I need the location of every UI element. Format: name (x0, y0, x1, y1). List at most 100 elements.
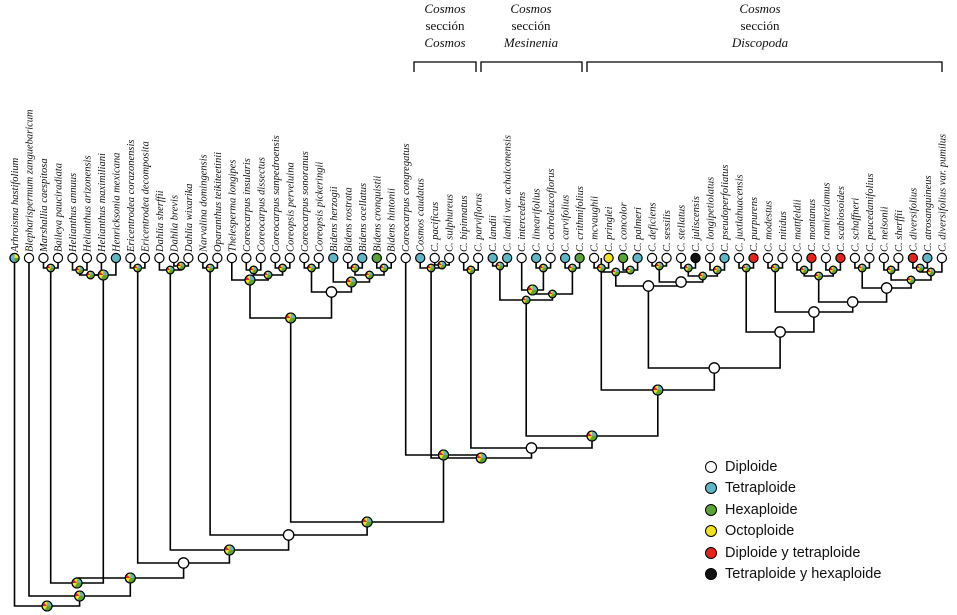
tip-state-marker (241, 252, 252, 264)
legend-label: Diploide y tetraploide (725, 544, 861, 561)
ancestral-node-outline (611, 267, 621, 277)
tip-state-marker (197, 252, 209, 264)
tip-state-marker (864, 252, 875, 264)
section-discopoda-genus: Cosmos (739, 1, 780, 16)
taxon-label: Coreocarpus sanpedroensis (271, 135, 282, 252)
tip-state-marker (357, 252, 368, 264)
taxon-label: Coreopsis perveluina (285, 162, 296, 252)
ancestral-node-outline (770, 263, 780, 273)
tree-branch (774, 268, 814, 313)
tree-branch (745, 268, 781, 333)
section-mesinenia-label: sección (512, 18, 551, 33)
tip-state-marker (690, 252, 701, 264)
tree-branch (136, 268, 184, 564)
tree-branch (169, 270, 230, 551)
ancestral-node-slice (930, 268, 935, 272)
taxon-label: C. intercedens (517, 192, 528, 252)
tip-state-marker (849, 252, 861, 264)
tip-state-marker (23, 252, 35, 264)
ancestral-node-outline (205, 263, 215, 273)
tree-branch (430, 268, 482, 459)
legend-item: Octoploide (705, 521, 945, 543)
tip-state-marker (139, 252, 151, 264)
tree-branch (615, 272, 649, 287)
tip-state-marker (588, 252, 600, 264)
taxon-label: C. peucedanifolius (865, 173, 876, 252)
ancestral-node-slice (79, 591, 85, 596)
ancestral-node-slice (47, 601, 53, 606)
ancestral-node-outline (365, 270, 374, 280)
taxon-label: Ericentrodea decomposita (140, 141, 151, 253)
taxon-label: C. nelsonii (879, 206, 890, 252)
tree-branch (817, 276, 853, 303)
ancestral-node-outline (857, 263, 867, 273)
taxon-label: C. atrosanguineus (923, 175, 934, 252)
ancestral-node-outline (548, 289, 557, 299)
ancestral-node-slice (79, 266, 84, 270)
taxon-label: C. juxtlahuacensis (735, 174, 746, 252)
ancestral-node-slice (481, 453, 487, 458)
ancestral-node-outline (361, 516, 373, 528)
bracket-mesinenia (480, 61, 583, 72)
ancestral-node-slice (804, 266, 809, 270)
ancestral-node-slice (911, 276, 915, 280)
tree-branch (404, 258, 444, 456)
tree-branch (77, 275, 105, 584)
tip-state-marker (893, 252, 904, 264)
tree-branch (600, 258, 658, 391)
taxon-label: C. palmeri (633, 207, 644, 252)
tip-state-marker (487, 252, 498, 264)
ancestral-node-slice (210, 264, 214, 268)
taxon-label: Baileya pauciradiata (54, 163, 65, 252)
legend-swatch-icon (705, 482, 717, 495)
taxon-label: C. purpurens (749, 197, 760, 252)
taxon-label: C. montanus (807, 199, 818, 252)
legend-label: Octoploide (725, 523, 795, 540)
tip-state-marker (646, 252, 658, 264)
tip-state-marker (704, 252, 716, 264)
tip-state-marker (936, 252, 948, 264)
taxon-label: C. landii var. achalconensis (503, 135, 514, 252)
legend-label: Tetraploide (725, 480, 796, 497)
ancestral-node-outline (521, 295, 531, 305)
taxon-label: C. deficiens (648, 202, 659, 252)
taxon-label: C. sessilis (662, 210, 673, 252)
tip-state-marker (791, 252, 803, 264)
ploidy-legend: Diploide Tetraploide Hexaploide Octoploi… (705, 456, 945, 585)
ancestral-node-outline (46, 263, 56, 273)
tree-branch (499, 266, 527, 301)
ancestral-node-slice (470, 266, 475, 270)
taxon-label: C. sulphureus (445, 194, 456, 252)
tip-state-marker (632, 252, 643, 264)
ancestral-node-outline (586, 430, 598, 442)
taxon-label: C. pacificus (430, 202, 441, 252)
ancestral-node-slice (229, 545, 235, 550)
ancestral-node-outline (654, 261, 664, 271)
tip-state-slice (14, 253, 20, 258)
tip-state-marker (675, 252, 687, 264)
taxon-label: C. landii (488, 215, 499, 252)
ancestral-state-nodes (41, 260, 936, 612)
ancestral-node-outline (307, 263, 316, 273)
ancestral-node-slice (746, 264, 751, 268)
taxon-label: Henricksonia mexicana (111, 153, 122, 253)
tip-state-marker (733, 252, 745, 264)
taxon-label: C. scabiosoides (836, 186, 847, 252)
ancestral-node-slice (862, 264, 866, 268)
taxon-label: C. ochroleucoflorus (546, 168, 557, 252)
ancestral-node-slice (891, 266, 895, 270)
legend-item: Tetraploide (705, 478, 945, 500)
tree-branch (79, 578, 132, 597)
taxon-label: C. bipinnatus (459, 195, 470, 252)
tip-state-marker (270, 252, 281, 264)
ancestral-node-slice (688, 264, 693, 268)
ancestral-node-outline (926, 267, 936, 277)
taxon-label: C. crithmifolius (575, 186, 586, 252)
tip-state-marker (922, 252, 933, 264)
tip-state-marker (806, 252, 817, 264)
taxon-label: Bidens rostrata (343, 187, 354, 252)
ancestral-node-slice (76, 578, 82, 583)
ancestral-node-slice (290, 313, 296, 318)
ancestral-node-slice (499, 262, 504, 266)
ancestral-node-outline (263, 270, 273, 280)
